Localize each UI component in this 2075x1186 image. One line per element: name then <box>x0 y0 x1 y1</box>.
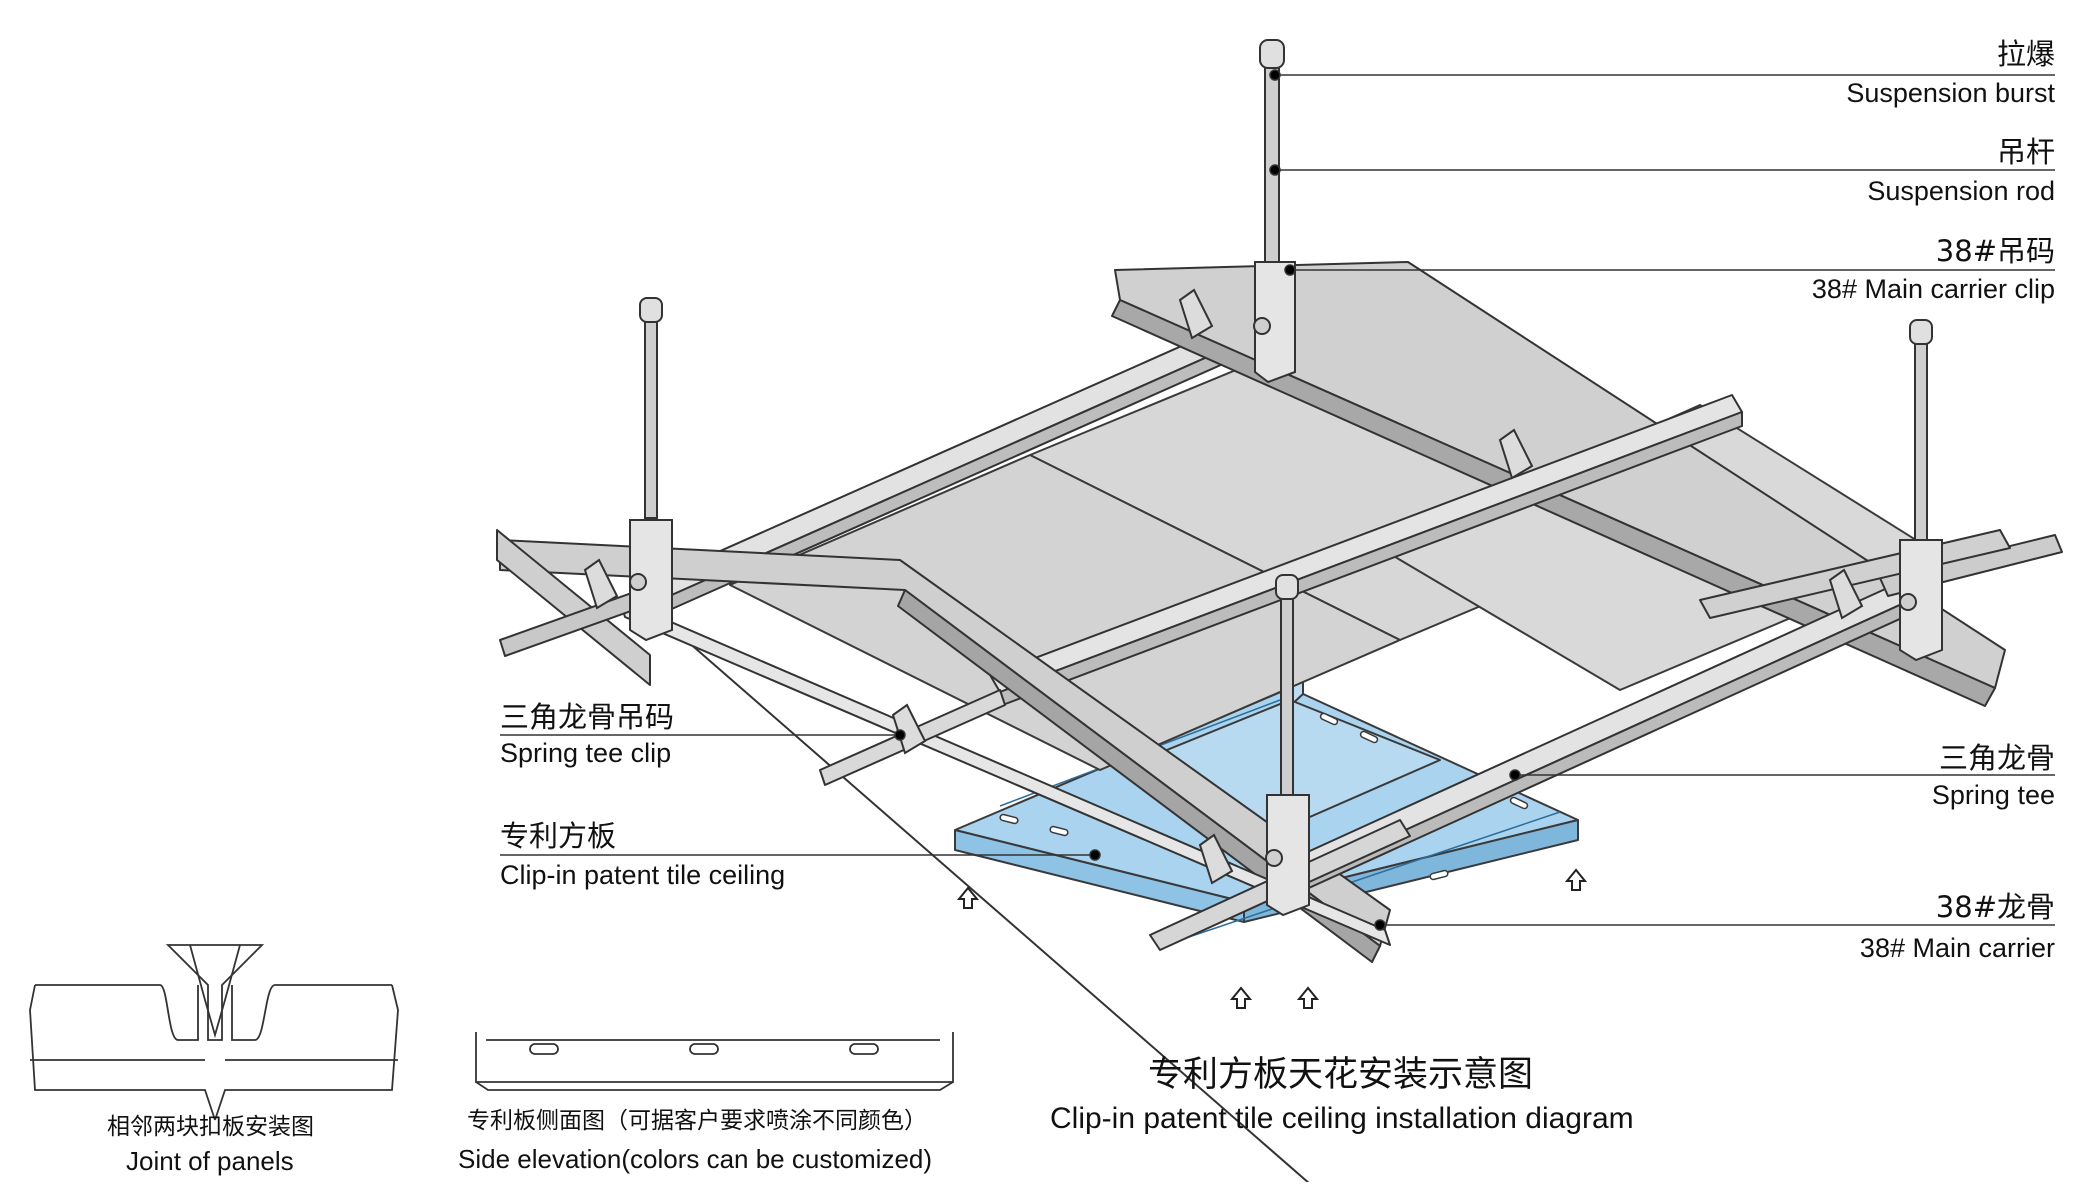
callout-main-carrier-clip-cn: 38#吊码 <box>1935 234 2055 268</box>
caption-main-en: Clip-in patent tile ceiling installation… <box>1050 1102 1634 1135</box>
install-arrows <box>956 868 1588 1009</box>
side-elevation-drawing <box>475 1032 954 1091</box>
callout-clip-in-tile-en: Clip-in patent tile ceiling <box>500 860 786 890</box>
carrier-clips <box>629 261 1943 917</box>
joint-of-panels-drawing <box>29 944 399 1121</box>
leader-lines <box>500 69 2055 931</box>
caption-main-cn: 专利方板天花安装示意图 <box>1148 1055 1534 1095</box>
callout-main-carrier-en: 38# Main carrier <box>1859 933 2055 963</box>
caption-side-cn: 专利板侧面图（可据客户要求喷涂不同颜色） <box>467 1108 927 1134</box>
callout-clip-in-tile-cn: 专利方板 <box>500 819 617 853</box>
spring-tee-clips <box>583 288 1864 885</box>
callout-suspension-rod-en: Suspension rod <box>1867 176 2055 206</box>
callout-suspension-burst-cn: 拉爆 <box>1996 37 2055 71</box>
callout-spring-tee-en: Spring tee <box>1931 780 2055 810</box>
caption-joint-cn: 相邻两块扣板安装图 <box>107 1114 314 1140</box>
callout-spring-tee-clip-cn: 三角龙骨吊码 <box>500 700 675 734</box>
suspension-rods <box>639 39 1933 796</box>
callout-suspension-burst-en: Suspension burst <box>1846 78 2055 108</box>
callout-main-carrier-cn: 38#龙骨 <box>1935 890 2055 924</box>
caption-joint-en: Joint of panels <box>126 1146 294 1176</box>
callout-main-carrier-clip-en: 38# Main carrier clip <box>1811 274 2055 304</box>
callout-spring-tee-clip-en: Spring tee clip <box>500 738 672 768</box>
callout-spring-tee-cn: 三角龙骨 <box>1938 741 2055 775</box>
caption-side-en: Side elevation(colors can be customized) <box>458 1144 933 1174</box>
callout-suspension-rod-cn: 吊杆 <box>1996 135 2055 169</box>
